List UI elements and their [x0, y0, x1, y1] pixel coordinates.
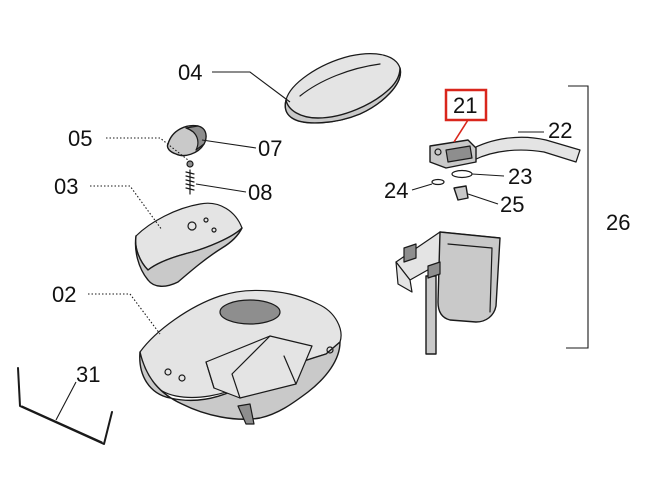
leader-03: [90, 185, 163, 231]
label-08: 08: [248, 180, 272, 205]
part-24-washer[interactable]: [431, 178, 445, 186]
label-02: 02: [52, 282, 76, 307]
label-22: 22: [548, 118, 572, 143]
part-26-tank[interactable]: [395, 231, 501, 355]
bracket-26: [566, 85, 589, 349]
label-25: 25: [500, 192, 524, 217]
label-05: 05: [68, 126, 92, 151]
label-21: 21: [453, 93, 477, 118]
label-31: 31: [76, 362, 100, 387]
part-07-knob[interactable]: [166, 124, 207, 157]
highlight-box-21: [444, 88, 488, 122]
leader-04: [212, 71, 291, 103]
part-22-tube[interactable]: [469, 136, 581, 163]
label-26: 26: [606, 210, 630, 235]
label-24: 24: [384, 178, 408, 203]
leader-21-line: [453, 119, 469, 143]
leader-23: [471, 173, 505, 177]
part-21-valve[interactable]: [429, 139, 477, 169]
part-03-cover[interactable]: [134, 202, 243, 287]
leader-24: [411, 183, 433, 191]
label-07: 07: [258, 136, 282, 161]
part-08-spring[interactable]: [185, 169, 195, 195]
part-23-oring[interactable]: [451, 169, 473, 179]
leader-08: [195, 183, 247, 193]
leader-31: [55, 381, 77, 421]
label-04: 04: [178, 60, 202, 85]
leader-05: [106, 137, 189, 161]
part-25-nozzle[interactable]: [453, 185, 469, 201]
label-23: 23: [508, 164, 532, 189]
leader-02: [88, 293, 161, 335]
part-05-ball[interactable]: [186, 160, 194, 168]
part-02-housing[interactable]: [139, 289, 342, 425]
label-03: 03: [54, 174, 78, 199]
leader-21: [444, 88, 488, 143]
part-31-handle[interactable]: [17, 367, 113, 445]
part-04-lid[interactable]: [284, 53, 402, 124]
leader-07: [201, 139, 257, 149]
leader-25: [467, 193, 499, 205]
